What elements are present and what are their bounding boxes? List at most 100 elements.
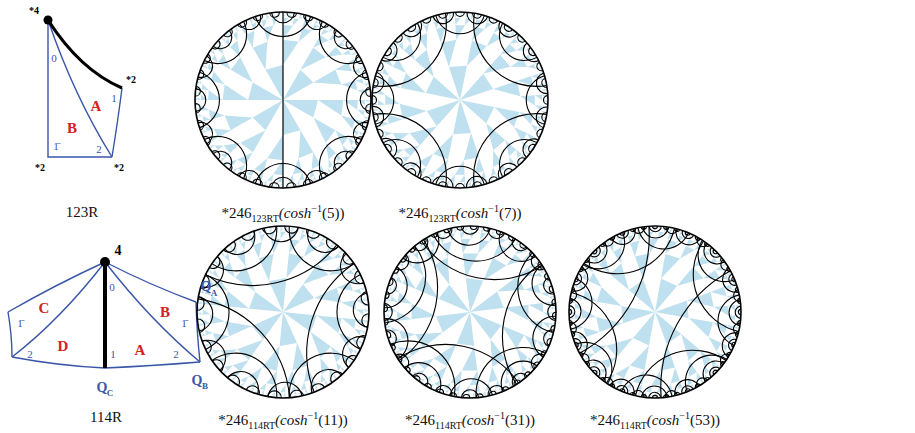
tile-triangle bbox=[460, 232, 465, 239]
geodesic bbox=[474, 13, 547, 86]
vertex-dot bbox=[44, 16, 53, 25]
geodesic bbox=[476, 347, 546, 397]
tile-triangle bbox=[300, 234, 307, 241]
tile-triangle bbox=[549, 296, 553, 299]
tile-triangle bbox=[505, 140, 516, 157]
tile-triangle bbox=[362, 299, 366, 302]
disk-ground bbox=[384, 226, 556, 398]
tile-triangle bbox=[427, 100, 460, 126]
tile-triangle bbox=[460, 74, 493, 100]
tile-triangle bbox=[353, 289, 361, 294]
tile-triangle bbox=[196, 97, 197, 100]
tile-triangle bbox=[454, 230, 457, 234]
tile-triangle bbox=[333, 254, 342, 259]
tile-triangle bbox=[266, 65, 283, 100]
tile-triangle bbox=[520, 95, 535, 105]
tile-triangle bbox=[440, 236, 445, 244]
geodesic bbox=[405, 363, 441, 393]
tile-triangle bbox=[460, 13, 463, 14]
geodesic bbox=[518, 253, 554, 333]
geodesic bbox=[334, 30, 353, 49]
tile-triangle bbox=[357, 110, 364, 116]
tile-triangle bbox=[505, 376, 510, 385]
tile-triangle bbox=[203, 130, 207, 133]
hyperbolic-tiling bbox=[372, 12, 548, 188]
geodesic bbox=[395, 158, 402, 165]
tile-triangle bbox=[260, 234, 265, 242]
triangle-pattern bbox=[195, 12, 370, 187]
tile-triangle bbox=[343, 100, 358, 110]
tile-triangle bbox=[545, 100, 546, 103]
tile-triangle bbox=[545, 89, 547, 92]
tile-triangle bbox=[259, 230, 262, 232]
tile-triangle bbox=[392, 46, 395, 50]
tile-triangle bbox=[468, 185, 471, 187]
tile-triangle bbox=[241, 376, 249, 382]
tile-triangle bbox=[421, 378, 425, 381]
geodesic bbox=[307, 263, 354, 392]
geodesic bbox=[373, 114, 446, 187]
tile-triangle bbox=[272, 392, 275, 395]
disk-ground bbox=[569, 226, 741, 398]
tile-triangle bbox=[223, 84, 248, 100]
tile-triangle bbox=[368, 106, 369, 109]
tile-triangle bbox=[434, 257, 449, 284]
tile-triangle bbox=[241, 383, 245, 386]
tile-triangle bbox=[262, 19, 267, 27]
geodesic bbox=[228, 372, 259, 395]
tile-triangle bbox=[277, 395, 280, 396]
tile-triangle bbox=[375, 80, 376, 83]
geodesic bbox=[308, 230, 339, 253]
tile-triangle bbox=[488, 367, 497, 383]
geodesic bbox=[474, 114, 547, 187]
tile-triangle bbox=[483, 55, 510, 74]
geodesic bbox=[311, 369, 341, 392]
tile-triangle bbox=[303, 264, 329, 284]
tile-triangle bbox=[269, 228, 272, 230]
tile-triangle bbox=[472, 395, 475, 397]
tile-triangle bbox=[335, 130, 348, 145]
tile-triangle bbox=[391, 296, 398, 302]
tile-triangle bbox=[524, 335, 537, 349]
tile-triangle bbox=[202, 116, 210, 121]
tile-triangle bbox=[336, 362, 341, 371]
tile-triangle bbox=[209, 270, 212, 274]
tile-triangle bbox=[445, 389, 448, 392]
tile-triangle bbox=[269, 278, 286, 312]
tile-triangle bbox=[299, 16, 302, 19]
tile-triangle bbox=[212, 54, 218, 62]
tile-triangle bbox=[414, 251, 419, 260]
geodesic bbox=[353, 293, 367, 327]
tile-triangle bbox=[318, 241, 326, 247]
geodesic bbox=[499, 22, 518, 37]
geodesic bbox=[499, 139, 537, 177]
tile-triangle bbox=[311, 234, 315, 237]
tile-triangle bbox=[687, 377, 692, 386]
tile-triangle bbox=[342, 50, 351, 54]
tile-triangle bbox=[470, 291, 504, 312]
tile-triangle bbox=[621, 306, 655, 324]
geodesic bbox=[264, 227, 298, 241]
geodesic bbox=[398, 344, 519, 383]
geodesic bbox=[499, 232, 535, 262]
hyperbolic-tiling bbox=[195, 12, 371, 188]
tile-triangle bbox=[449, 175, 455, 182]
tile-triangle bbox=[537, 341, 543, 349]
geodesic bbox=[331, 372, 343, 383]
tile-triangle bbox=[208, 90, 223, 100]
tile-triangle bbox=[455, 25, 465, 40]
tile-triangle bbox=[714, 306, 728, 316]
tile-triangle bbox=[542, 322, 549, 328]
tile-triangle bbox=[354, 350, 357, 354]
tile-triangle bbox=[233, 32, 237, 41]
geodesic bbox=[373, 13, 446, 86]
geodesic bbox=[383, 23, 421, 61]
tile-triangle bbox=[535, 105, 542, 111]
tile-triangle bbox=[291, 228, 294, 229]
tile-triangle bbox=[525, 150, 528, 154]
geodesic bbox=[499, 23, 537, 61]
tile-triangle bbox=[708, 337, 721, 351]
tile-triangle bbox=[538, 282, 546, 287]
tile-triangle bbox=[283, 25, 293, 40]
tile-triangle bbox=[232, 377, 236, 380]
